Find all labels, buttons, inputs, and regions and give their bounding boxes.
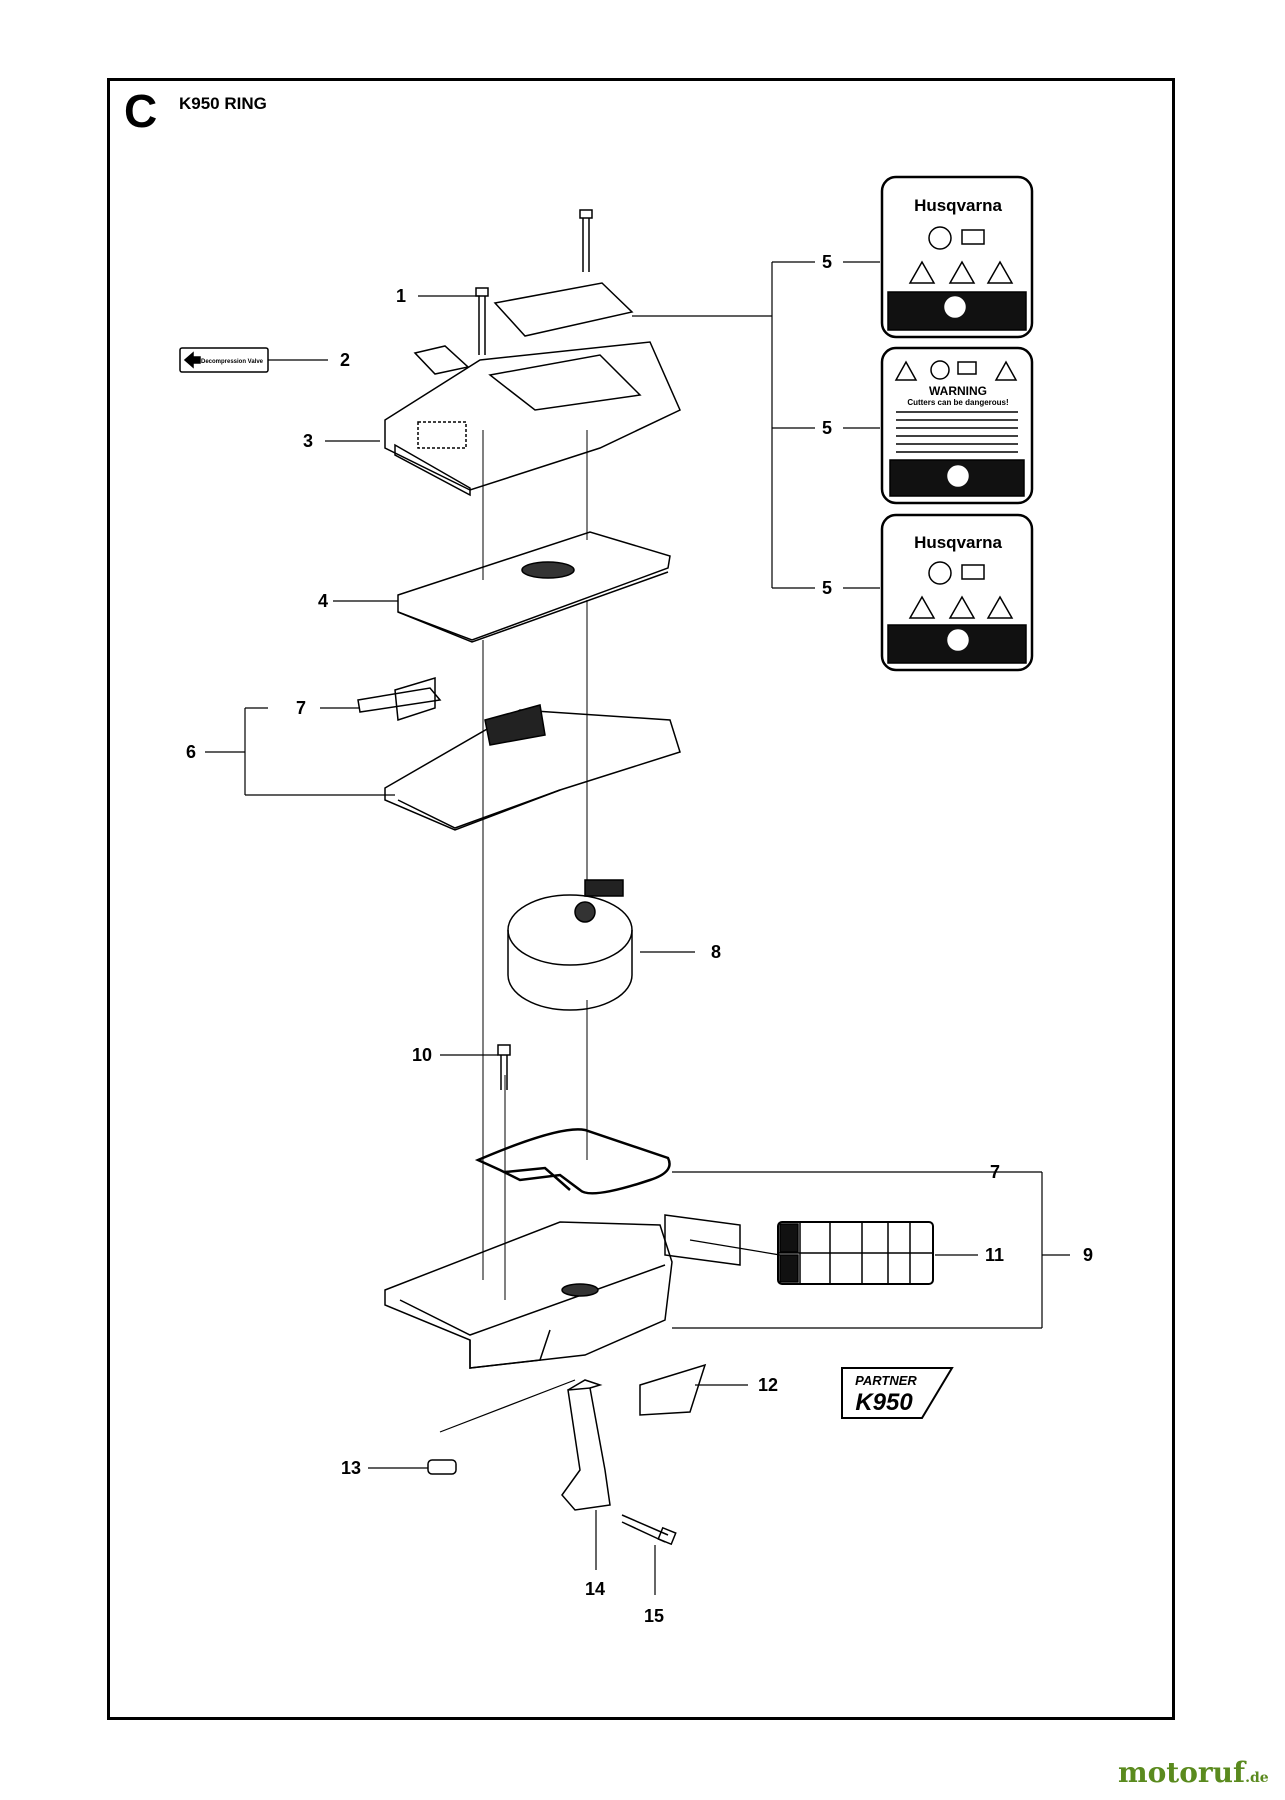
decal-husqvarna-bottom: [880, 513, 1034, 672]
decal-decompression: [179, 347, 269, 373]
decal-brand-top: Husqvarna: [914, 196, 1002, 215]
diagram-frame: [107, 78, 1175, 1720]
air-filter-element: [507, 879, 633, 1011]
callout-9: 9: [1083, 1245, 1094, 1265]
decal-warning-subheading: Cutters can be dangerous!: [907, 398, 1008, 407]
callout-5-top: 5: [822, 252, 833, 272]
callout-3: 3: [303, 431, 314, 451]
callout-6: 6: [186, 742, 197, 762]
screw-10: [497, 1044, 511, 1090]
callout-10: 10: [412, 1045, 433, 1065]
filter-holder: [357, 676, 681, 831]
callout-7-bottom: 7: [990, 1162, 1001, 1182]
partner-decal-sheet: [639, 1363, 707, 1416]
filter-cover: [384, 341, 681, 497]
decal-partner-line1: PARTNER: [855, 1373, 917, 1388]
decal-husqvarna-top: [880, 175, 1034, 339]
callout-14: 14: [585, 1579, 606, 1599]
warning-decal-sheet: [664, 1214, 741, 1266]
callout-5-middle: 5: [822, 418, 833, 438]
decompression-decal-sheet: [413, 345, 470, 375]
bolt-top-long: [579, 209, 593, 272]
callout-5-bottom: 5: [822, 578, 833, 598]
callout-1: 1: [396, 286, 407, 306]
intake-duct: [561, 1379, 611, 1511]
callout-15: 15: [644, 1606, 665, 1626]
decal-decompression-text: Decompression Valve: [201, 359, 264, 365]
seal-ring: [474, 1128, 671, 1195]
model-title: K950 RING: [179, 94, 267, 113]
assembly-axis-lines: [482, 430, 588, 1300]
seal-13: [427, 1459, 457, 1475]
watermark: motoruf.de: [1118, 1756, 1269, 1789]
watermark-text: motoruf: [1118, 1756, 1246, 1789]
decal-partner-k950: [841, 1367, 954, 1419]
leader-lines: [205, 261, 1070, 1595]
decal-brand-bottom: Husqvarna: [914, 533, 1002, 552]
pre-filter-pad: [397, 531, 671, 643]
decal-warning: [880, 346, 1034, 505]
callout-4: 4: [318, 591, 329, 611]
filter-housing: [384, 1221, 673, 1369]
callout-11: 11: [985, 1245, 1005, 1265]
bolt-top-short: [475, 287, 489, 355]
callout-8: 8: [711, 942, 722, 962]
top-decal-sheet: [493, 282, 634, 337]
screw-15: [621, 1514, 677, 1546]
decal-partner-line2: K950: [855, 1389, 913, 1416]
callout-2: 2: [340, 350, 351, 370]
watermark-suffix: .de: [1245, 1770, 1269, 1786]
callout-12: 12: [758, 1375, 779, 1395]
callout-7-top: 7: [296, 698, 307, 718]
callout-13: 13: [341, 1458, 362, 1478]
decal-warning-heading: WARNING: [929, 384, 987, 398]
section-letter: C: [124, 85, 158, 137]
decal-operating-instructions: [777, 1221, 934, 1285]
